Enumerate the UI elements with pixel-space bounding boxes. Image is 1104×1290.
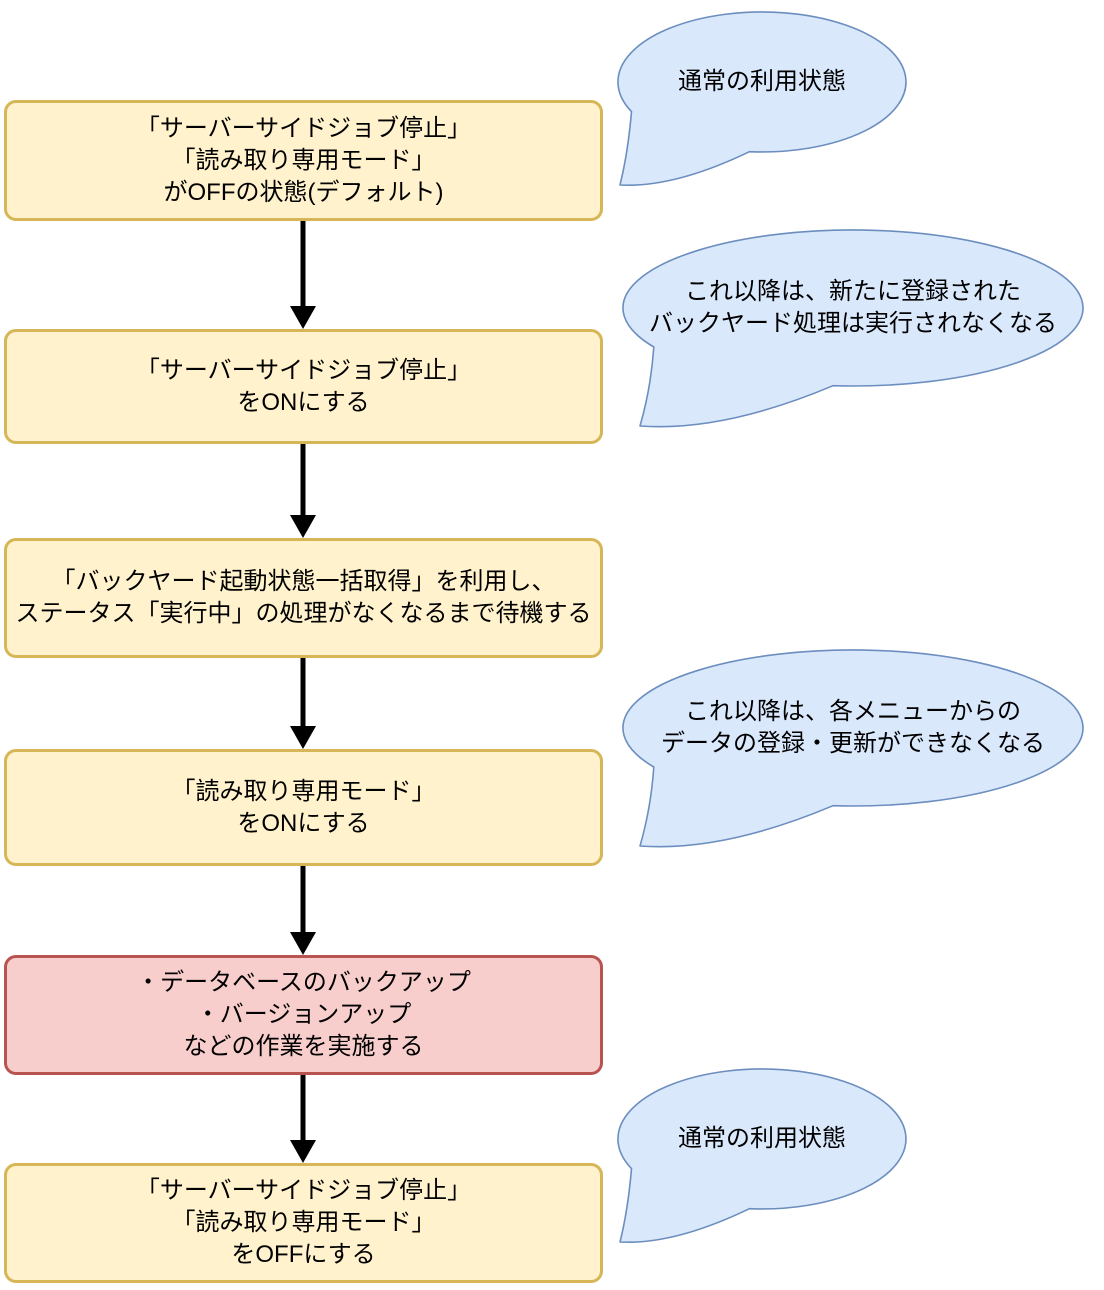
arrow-shaft — [300, 221, 306, 311]
speech-bubble-icon — [622, 649, 1084, 848]
arrow-shaft — [300, 444, 306, 520]
callout-normal-state-bottom: 通常の利用状態 — [620, 1071, 904, 1207]
flow-arrow-5 — [290, 1075, 316, 1163]
step-readonly-on-box: 「読み取り専用モード」 をONにする — [4, 749, 603, 866]
step-text-line: 「バックヤード起動状態一括取得」を利用し、 — [51, 568, 556, 595]
step-default-off-box: 「サーバーサイドジョブ停止」 「読み取り専用モード」 がOFFの状態(デフォルト… — [4, 100, 603, 221]
callout-readonly-note: これ以降は、各メニューからの データの登録・更新ができなくなる — [623, 650, 1083, 806]
speech-bubble-icon — [617, 11, 907, 187]
arrow-shaft — [300, 866, 306, 937]
step-text-line: 「読み取り専用モード」 — [171, 777, 436, 805]
arrow-head-icon — [290, 306, 316, 329]
callout-normal-state-top: 通常の利用状態 — [620, 14, 904, 150]
callout-text-line: これ以降は、新たに登録された — [685, 278, 1021, 305]
step-text-line: をONにする — [237, 388, 370, 416]
arrow-head-icon — [290, 932, 316, 955]
step-text-line: 「サーバーサイドジョブ停止」 — [135, 1177, 472, 1204]
step-text-line: 「読み取り専用モード」 — [171, 146, 436, 174]
callout-text-line: データの登録・更新ができなくなる — [661, 730, 1045, 757]
step-text-line: 「読み取り専用モード」 — [171, 1209, 436, 1236]
callout-text-line: 通常の利用状態 — [678, 68, 846, 95]
arrow-head-icon — [290, 515, 316, 538]
step-text-line: 「サーバーサイドジョブ停止」 — [135, 114, 472, 142]
speech-bubble-icon — [622, 229, 1084, 428]
callout-text-line: これ以降は、各メニューからの — [685, 698, 1021, 725]
step-text-line: ステータス「実行中」の処理がなくなるまで待機する — [15, 600, 592, 627]
arrow-head-icon — [290, 726, 316, 749]
arrow-shaft — [300, 658, 306, 731]
step-text-line: ・データベースのバックアップ — [136, 969, 471, 996]
callout-bubble-shape — [622, 649, 1084, 848]
speech-bubble-icon — [617, 1068, 907, 1244]
flow-arrow-3 — [290, 658, 316, 749]
callout-backyard-note: これ以降は、新たに登録された バックヤード処理は実行されなくなる — [623, 230, 1083, 386]
arrow-shaft — [300, 1075, 306, 1145]
callout-text-line: バックヤード処理は実行されなくなる — [649, 310, 1057, 337]
callout-bubble-shape — [617, 1068, 907, 1244]
step-maintenance-work-box: ・データベースのバックアップ ・バージョンアップ などの作業を実施する — [4, 955, 603, 1075]
step-both-off-box: 「サーバーサイドジョブ停止」 「読み取り専用モード」 をOFFにする — [4, 1163, 603, 1283]
arrow-head-icon — [290, 1140, 316, 1163]
flow-arrow-1 — [290, 221, 316, 329]
step-text-line: をOFFにする — [231, 1241, 376, 1268]
step-text-line: 「サーバーサイドジョブ停止」 — [135, 356, 472, 384]
callout-bubble-shape — [617, 11, 907, 187]
step-text-line: がOFFの状態(デフォルト) — [163, 178, 444, 206]
callout-text-line: 通常の利用状態 — [678, 1125, 846, 1152]
step-wait-backyard-box: 「バックヤード起動状態一括取得」を利用し、 ステータス「実行中」の処理がなくなる… — [4, 538, 603, 658]
step-text-line: などの作業を実施する — [183, 1033, 424, 1060]
step-text-line: ・バージョンアップ — [195, 1001, 412, 1028]
flow-arrow-4 — [290, 866, 316, 955]
step-text-line: をONにする — [237, 809, 370, 837]
flow-arrow-2 — [290, 444, 316, 538]
step-serverside-job-on-box: 「サーバーサイドジョブ停止」 をONにする — [4, 329, 603, 444]
callout-bubble-shape — [622, 229, 1084, 428]
